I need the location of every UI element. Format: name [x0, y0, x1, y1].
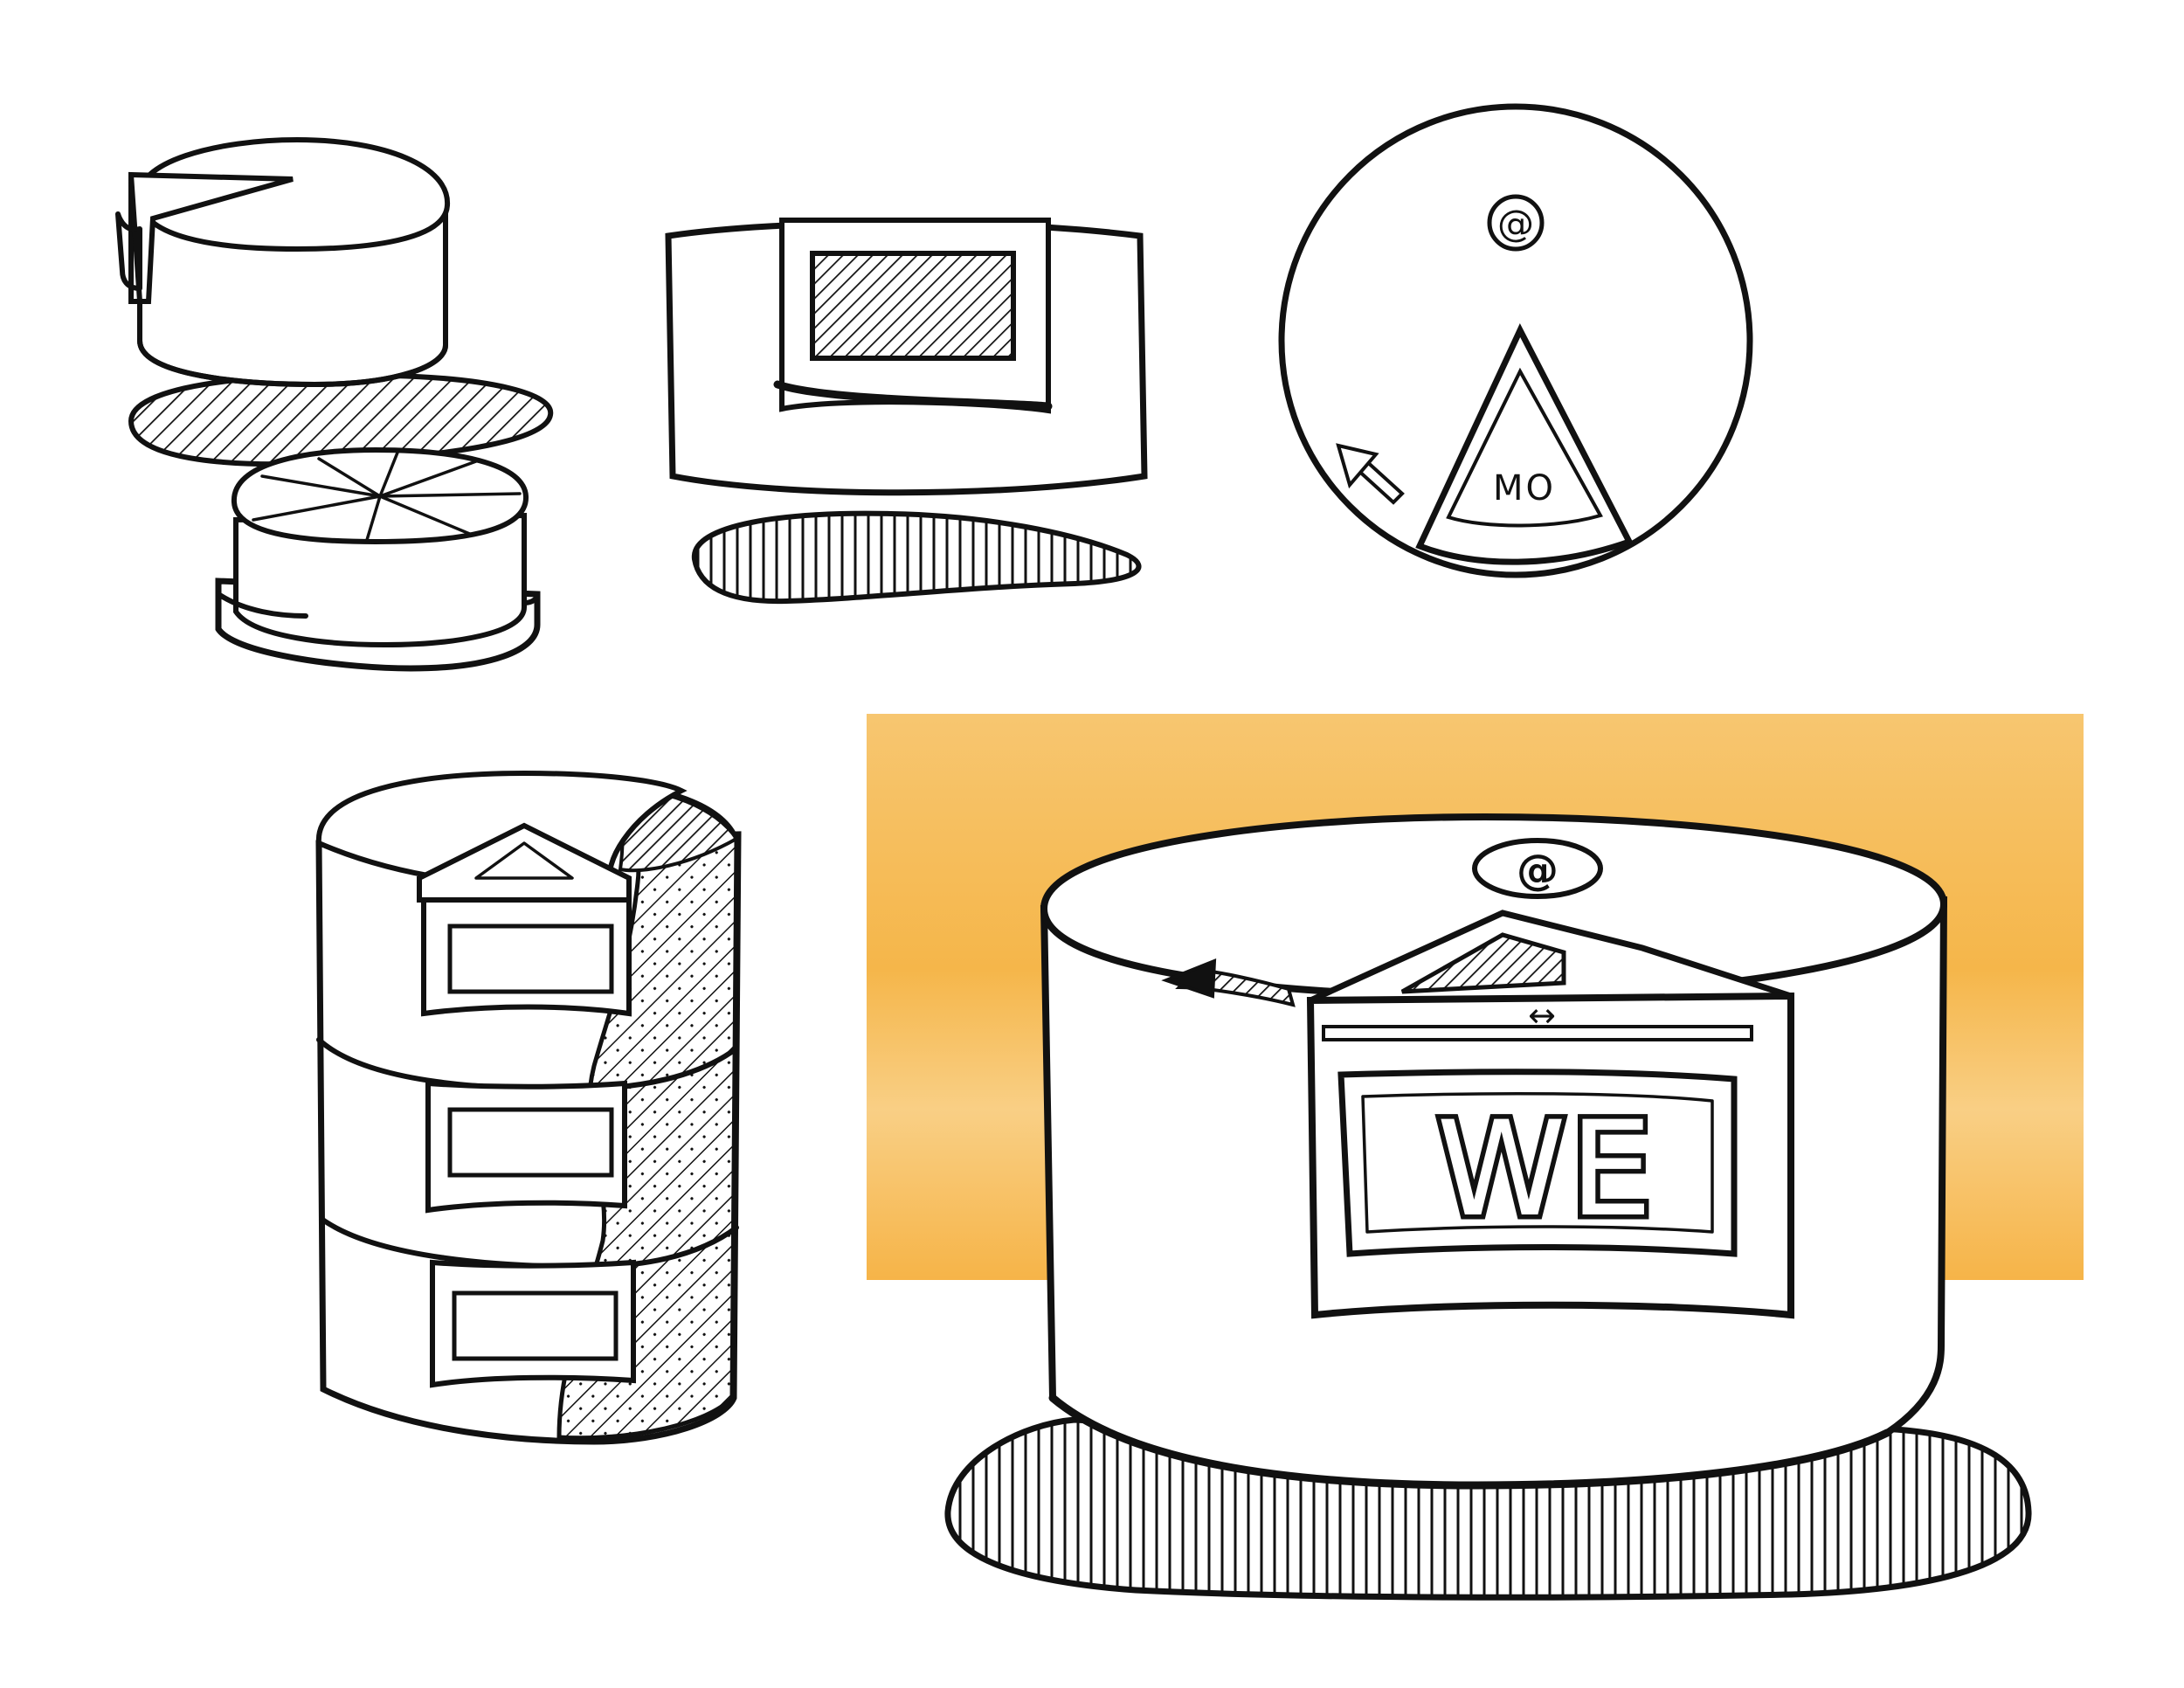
lower-cylinder-body: [233, 512, 527, 648]
drum-pointer-window: [1400, 932, 1566, 994]
drum-triangle-tab: [417, 822, 632, 903]
wedge-cutout: [128, 171, 294, 304]
sketch-front-unit: [665, 218, 1148, 605]
dial-day-label: MO: [1493, 468, 1556, 508]
rotate-arrow-icon: [1161, 958, 1296, 1007]
unit-shadow: [691, 510, 1142, 605]
slider-track: [1322, 1025, 1753, 1041]
rotate-arrow-icon: [1336, 443, 1405, 505]
dial-pointer-inner: [1446, 367, 1603, 528]
sketch-stacked-cylinders: [115, 136, 554, 672]
sketch-tall-drum: [315, 770, 742, 1445]
drum-day-label: WE: [1436, 1094, 1655, 1246]
drum-display-window: [1337, 1069, 1738, 1257]
drum-at-label: @: [1517, 846, 1559, 895]
sketch-rendered-drum: @ ↔ WE: [867, 714, 2084, 1601]
at-sign-icon: [1472, 838, 1603, 899]
unit-display-hatched: [810, 251, 1016, 361]
at-sign-icon: [1487, 194, 1545, 252]
slide-arrow-icon: ↔: [1528, 996, 1556, 1034]
dial-at-label: @: [1497, 202, 1534, 245]
upper-cylinder-top: [136, 136, 451, 253]
sketch-dial-face: @ MO: [1278, 103, 1753, 578]
